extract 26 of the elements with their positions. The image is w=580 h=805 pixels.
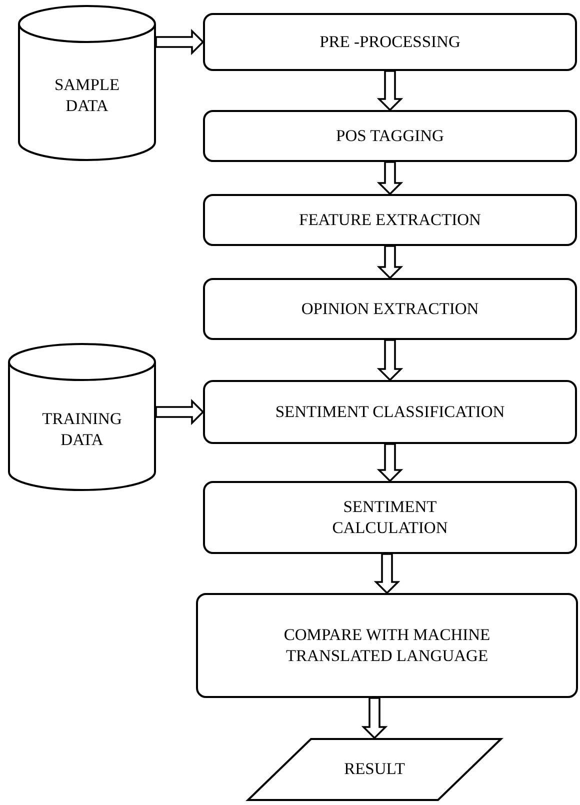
block-arrow xyxy=(376,339,404,382)
node-label: RESULT xyxy=(344,759,405,780)
node-label: SAMPLE DATA xyxy=(53,74,121,117)
node-label: POS TAGGING xyxy=(336,126,444,146)
node-label: PRE -PROCESSING xyxy=(320,32,460,52)
process-box xyxy=(203,481,577,554)
block-arrow xyxy=(361,697,388,740)
node-label: SENTIMENT CLASSIFICATION xyxy=(275,402,505,422)
process-box xyxy=(203,110,577,162)
node-label: TRAINING DATA xyxy=(41,408,123,451)
block-arrow xyxy=(376,70,404,112)
node-label: COMPARE WITH MACHINE TRANSLATED LANGUAGE xyxy=(282,624,492,666)
process-box xyxy=(203,278,577,340)
block-arrow xyxy=(376,245,404,280)
node-label: OPINION EXTRACTION xyxy=(301,298,479,320)
process-box xyxy=(196,593,578,698)
block-arrow xyxy=(155,398,204,426)
block-arrow xyxy=(376,443,404,482)
node-label: SENTIMENT CALCULATION xyxy=(331,496,449,538)
process-box xyxy=(203,13,577,71)
process-box xyxy=(203,194,577,246)
block-arrow xyxy=(376,161,404,196)
block-arrow xyxy=(155,28,204,56)
block-arrow xyxy=(374,553,400,594)
process-box xyxy=(203,380,577,444)
node-label: FEATURE EXTRACTION xyxy=(299,210,481,230)
